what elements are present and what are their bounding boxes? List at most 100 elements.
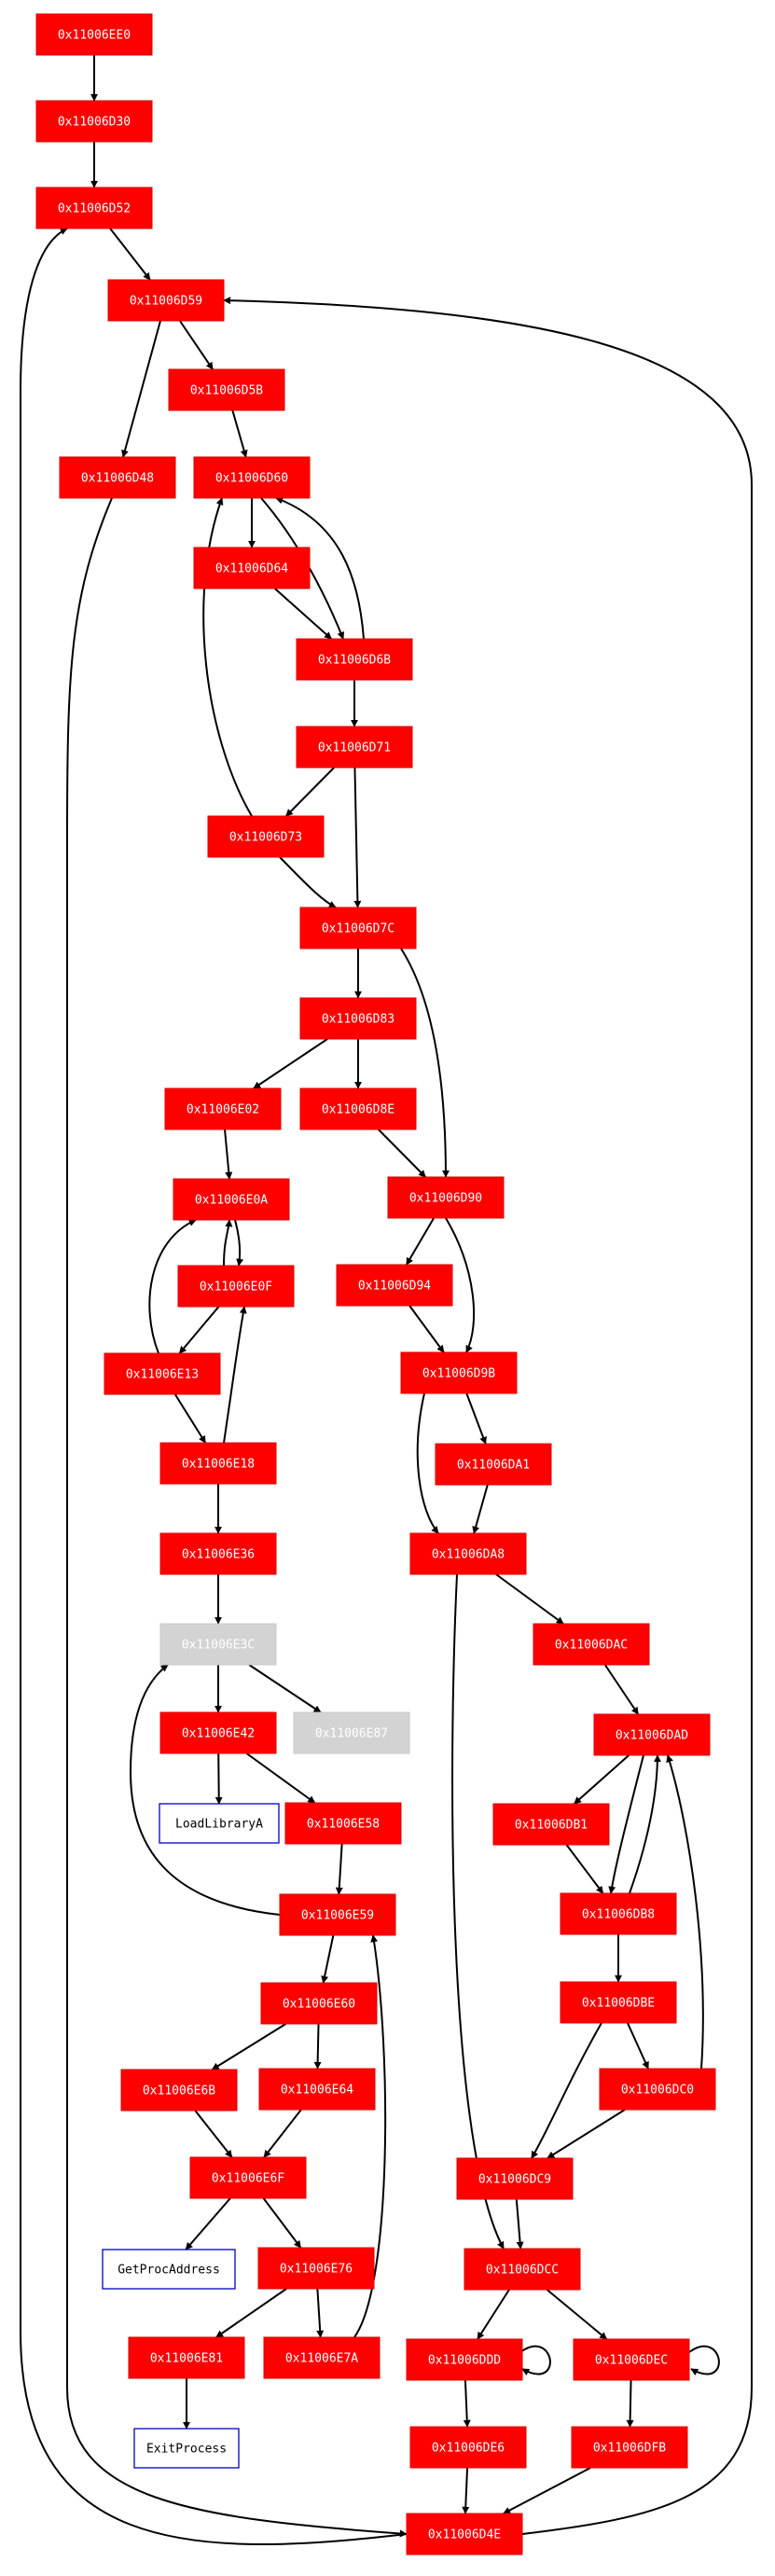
node-dc9[interactable]: 0x11006DC9 bbox=[456, 2157, 574, 2200]
node-e6b[interactable]: 0x11006E6B bbox=[120, 2069, 238, 2112]
node-dc0[interactable]: 0x11006DC0 bbox=[599, 2068, 716, 2111]
node-e6f[interactable]: 0x11006E6F bbox=[189, 2156, 307, 2199]
node-d4e[interactable]: 0x11006D4E bbox=[406, 2513, 523, 2555]
node-loadlib[interactable]: LoadLibraryA bbox=[159, 1803, 280, 1844]
node-e13[interactable]: 0x11006E13 bbox=[104, 1352, 221, 1395]
node-dec[interactable]: 0x11006DEC bbox=[573, 2338, 690, 2381]
node-label: 0x11006E58 bbox=[307, 1818, 380, 1832]
node-e36[interactable]: 0x11006E36 bbox=[159, 1532, 277, 1575]
node-box bbox=[189, 2156, 307, 2199]
node-box bbox=[409, 2426, 527, 2469]
node-label: 0x11006D52 bbox=[58, 202, 131, 216]
node-e7a[interactable]: 0x11006E7A bbox=[263, 2336, 381, 2379]
node-d94[interactable]: 0x11006D94 bbox=[336, 1264, 453, 1307]
edge-de6-to-d4e bbox=[462, 2467, 470, 2514]
node-db8[interactable]: 0x11006DB8 bbox=[560, 1892, 677, 1935]
node-box bbox=[193, 456, 311, 499]
node-label: 0x11006D71 bbox=[318, 741, 391, 755]
node-label: 0x11006DA1 bbox=[457, 1459, 530, 1473]
node-e64[interactable]: 0x11006E64 bbox=[258, 2068, 376, 2111]
node-d73[interactable]: 0x11006D73 bbox=[207, 815, 325, 858]
edge-d59-to-d5b bbox=[179, 320, 214, 370]
node-ee0[interactable]: 0x11006EE0 bbox=[35, 13, 153, 56]
node-label: 0x11006DFB bbox=[593, 2442, 666, 2456]
node-e0f[interactable]: 0x11006E0F bbox=[177, 1265, 295, 1308]
node-db1[interactable]: 0x11006DB1 bbox=[492, 1803, 610, 1846]
node-label: 0x11006D83 bbox=[322, 1013, 394, 1027]
edge-dac-to-dad bbox=[603, 1664, 640, 1715]
node-box bbox=[177, 1265, 295, 1308]
node-e3c[interactable]: 0x11006E3C bbox=[159, 1623, 277, 1666]
edge-dcc-to-ddd bbox=[477, 2289, 510, 2340]
edge-d5b-to-d60 bbox=[231, 409, 248, 458]
node-e60[interactable]: 0x11006E60 bbox=[260, 1982, 378, 2025]
node-dfb[interactable]: 0x11006DFB bbox=[571, 2426, 688, 2469]
node-exitproc[interactable]: ExitProcess bbox=[133, 2428, 240, 2469]
node-label: 0x11006DE6 bbox=[432, 2442, 505, 2456]
edge-e58-to-e59 bbox=[335, 1843, 343, 1895]
node-e76[interactable]: 0x11006E76 bbox=[257, 2247, 375, 2290]
node-dad[interactable]: 0x11006DAD bbox=[593, 1713, 711, 1756]
node-e81[interactable]: 0x11006E81 bbox=[128, 2336, 245, 2379]
node-box bbox=[128, 2336, 245, 2379]
node-label: 0x11006E6B bbox=[143, 2084, 215, 2098]
node-e0a[interactable]: 0x11006E0A bbox=[173, 1178, 290, 1221]
node-ddd[interactable]: 0x11006DDD bbox=[406, 2338, 523, 2381]
node-d83[interactable]: 0x11006D83 bbox=[299, 997, 417, 1040]
node-layer: 0x11006EE0 0x11006D30 0x11006D52 0x11006D59… bbox=[35, 13, 716, 2555]
node-da1[interactable]: 0x11006DA1 bbox=[435, 1443, 552, 1486]
node-label: 0x11006E76 bbox=[280, 2263, 353, 2277]
node-e58[interactable]: 0x11006E58 bbox=[284, 1802, 402, 1845]
node-d6b[interactable]: 0x11006D6B bbox=[296, 638, 413, 681]
node-box bbox=[193, 547, 311, 589]
node-label: 0x11006D59 bbox=[130, 295, 202, 309]
node-d30[interactable]: 0x11006D30 bbox=[35, 100, 153, 143]
edge-dcc-to-dec bbox=[546, 2289, 608, 2340]
node-d90[interactable]: 0x11006D90 bbox=[387, 1176, 505, 1219]
node-d5b[interactable]: 0x11006D5B bbox=[168, 368, 285, 411]
edge-e60-to-e64 bbox=[313, 2023, 322, 2070]
node-dac[interactable]: 0x11006DAC bbox=[533, 1623, 650, 1666]
edge-d73-to-d60 bbox=[202, 497, 253, 817]
node-label: 0x11006D60 bbox=[215, 472, 288, 486]
node-label: 0x11006E6F bbox=[212, 2172, 284, 2186]
node-e59[interactable]: 0x11006E59 bbox=[279, 1893, 396, 1936]
node-box bbox=[406, 2338, 523, 2381]
node-d60[interactable]: 0x11006D60 bbox=[193, 456, 311, 499]
node-box bbox=[258, 2068, 376, 2111]
node-d59[interactable]: 0x11006D59 bbox=[107, 279, 225, 322]
node-label: 0x11006E42 bbox=[182, 1727, 255, 1741]
edge-d9b-to-da1 bbox=[465, 1392, 487, 1445]
edge-dc9-to-dcc bbox=[515, 2198, 524, 2250]
node-box bbox=[533, 1623, 650, 1666]
node-box bbox=[173, 1178, 290, 1221]
node-d7c[interactable]: 0x11006D7C bbox=[299, 907, 417, 949]
edge-dbe-to-dc0 bbox=[627, 2022, 649, 2070]
node-label: 0x11006DC9 bbox=[478, 2173, 551, 2187]
node-d48[interactable]: 0x11006D48 bbox=[59, 456, 176, 499]
edge-e76-to-e81 bbox=[215, 2288, 287, 2338]
node-d8e[interactable]: 0x11006D8E bbox=[299, 1087, 417, 1130]
node-d71[interactable]: 0x11006D71 bbox=[296, 726, 413, 769]
node-d52[interactable]: 0x11006D52 bbox=[35, 187, 153, 229]
node-label: 0x11006DA8 bbox=[432, 1548, 505, 1562]
node-e42[interactable]: 0x11006E42 bbox=[159, 1711, 277, 1754]
node-dcc[interactable]: 0x11006DCC bbox=[464, 2248, 581, 2291]
edge-d71-to-d73 bbox=[285, 767, 335, 817]
node-da8[interactable]: 0x11006DA8 bbox=[409, 1532, 527, 1575]
edge-d90-to-d94 bbox=[406, 1217, 435, 1266]
node-de6[interactable]: 0x11006DE6 bbox=[409, 2426, 527, 2469]
node-d9b[interactable]: 0x11006D9B bbox=[400, 1351, 518, 1394]
node-e87[interactable]: 0x11006E87 bbox=[293, 1711, 410, 1754]
node-label: 0x11006DAC bbox=[555, 1639, 628, 1653]
node-d64[interactable]: 0x11006D64 bbox=[193, 547, 311, 589]
node-dbe[interactable]: 0x11006DBE bbox=[560, 1981, 677, 2024]
edge-d6b-to-d60 bbox=[275, 496, 365, 640]
edge-d71-to-d7c bbox=[353, 767, 362, 908]
node-e18[interactable]: 0x11006E18 bbox=[159, 1442, 277, 1485]
node-box bbox=[159, 1532, 277, 1575]
node-box bbox=[207, 815, 325, 858]
node-getproc[interactable]: GetProcAddress bbox=[102, 2249, 236, 2290]
node-box bbox=[284, 1802, 402, 1845]
node-e02[interactable]: 0x11006E02 bbox=[164, 1087, 282, 1130]
